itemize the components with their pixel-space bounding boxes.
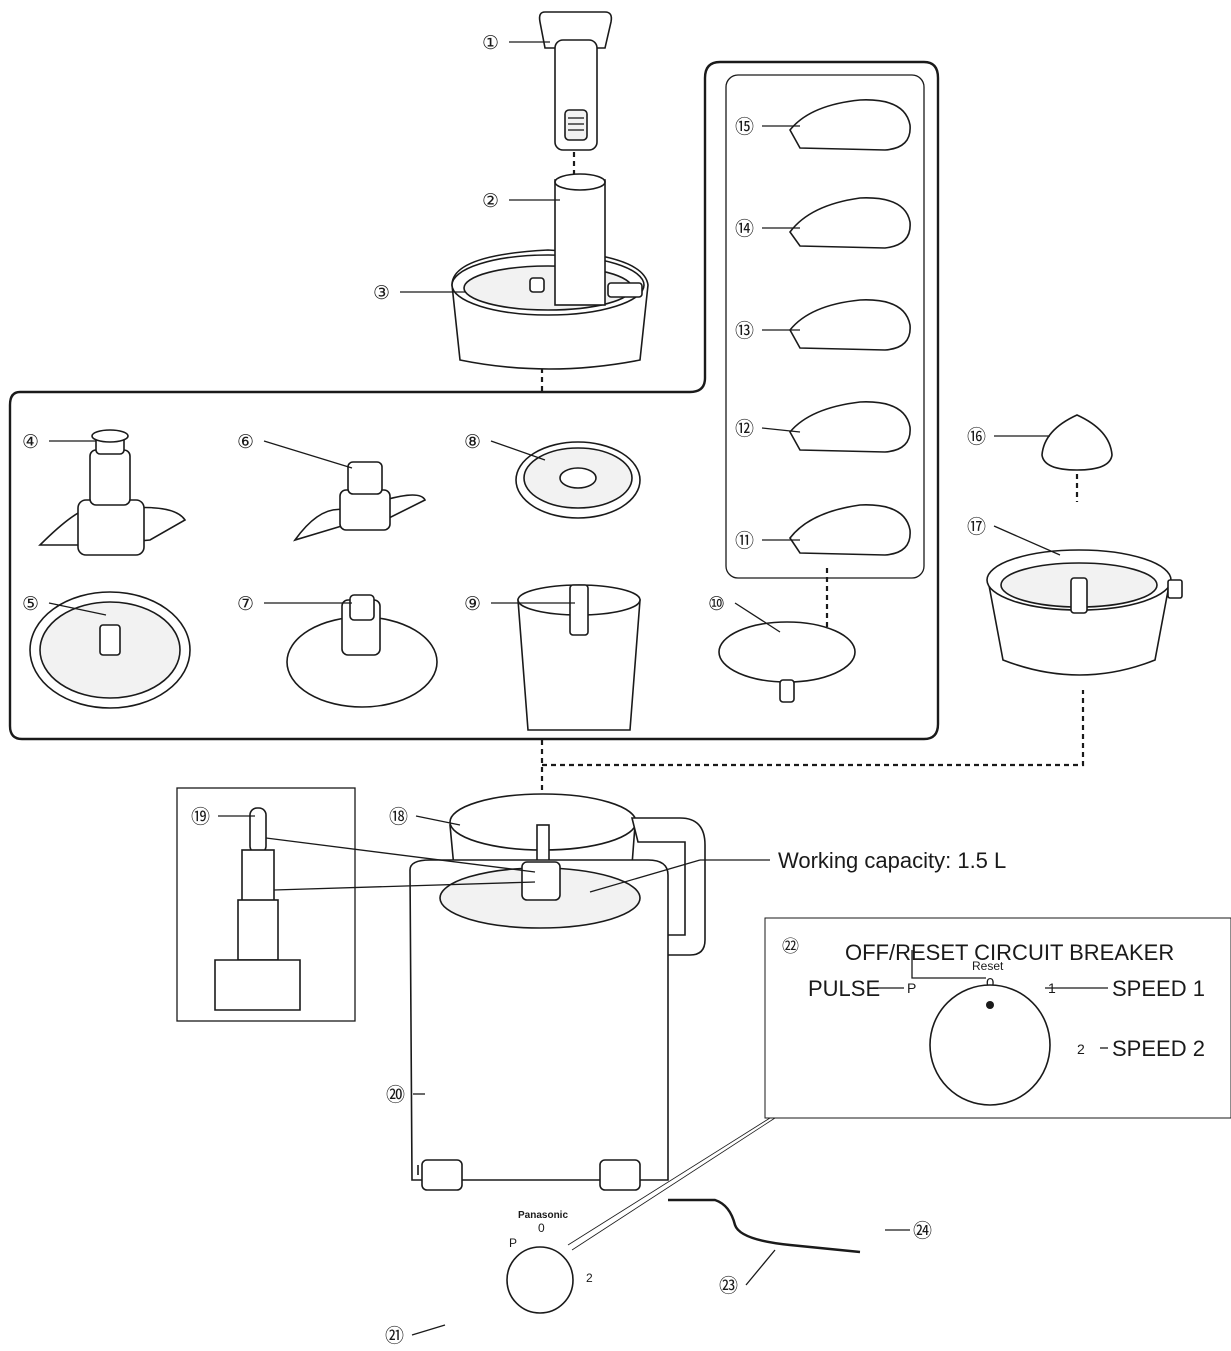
accessory-group-frame bbox=[8, 60, 940, 741]
drive-shaft bbox=[214, 807, 301, 1011]
disc-holder bbox=[718, 621, 856, 703]
dial-detail-title: OFF/RESET CIRCUIT BREAKER bbox=[845, 940, 1174, 965]
callout-24: ㉔ bbox=[913, 1220, 932, 1242]
callout-17: ⑰ bbox=[967, 516, 986, 538]
disc-11-grater-fine bbox=[789, 504, 911, 556]
dial-detail-one-mark: 1 bbox=[1048, 980, 1056, 996]
juicer-bowl bbox=[986, 549, 1183, 676]
dial-detail-speed1: SPEED 1 bbox=[1112, 976, 1205, 1001]
dial-detail-p-mark: P bbox=[907, 980, 916, 996]
callout-15: ⑮ bbox=[735, 116, 754, 138]
dial-detail-zero: 0 bbox=[986, 975, 994, 992]
callout-3: ③ bbox=[373, 282, 390, 304]
callout-19: ⑲ bbox=[191, 806, 210, 828]
disc-14-slicer bbox=[789, 197, 911, 249]
dial-detail-frame bbox=[764, 917, 1231, 1119]
drive-shaft-detail-frame bbox=[176, 787, 356, 1022]
callout-18: ⑱ bbox=[389, 806, 408, 828]
lid-with-feed-tube bbox=[451, 173, 649, 370]
callout-10: ⑩ bbox=[708, 593, 725, 615]
disc-12-grater-coarse bbox=[789, 401, 911, 453]
base-control-dial[interactable] bbox=[506, 1246, 574, 1314]
citrus-cone bbox=[1041, 414, 1113, 471]
disc-13-slicer bbox=[789, 299, 911, 351]
dial-detail-pulse: PULSE bbox=[808, 976, 880, 1001]
motor-base bbox=[409, 859, 669, 1191]
base-dial-zero-mark: 0 bbox=[538, 1221, 545, 1235]
assembly-line-juicer bbox=[542, 690, 1085, 767]
dough-blade bbox=[292, 461, 427, 542]
emulsifying-disc bbox=[286, 594, 438, 708]
base-dial-two-mark: 2 bbox=[586, 1271, 593, 1285]
callout-14: ⑭ bbox=[735, 218, 754, 240]
base-dial-p-mark: P bbox=[509, 1236, 517, 1250]
callout-1: ① bbox=[482, 32, 499, 54]
callout-13: ⑬ bbox=[735, 320, 754, 342]
callout-20: ⑳ bbox=[386, 1084, 405, 1106]
callout-2: ② bbox=[482, 190, 499, 212]
callout-21: ㉑ bbox=[385, 1325, 404, 1347]
dial-detail-reset: Reset bbox=[972, 959, 1004, 973]
grating-disc bbox=[29, 591, 191, 709]
callout-4: ④ bbox=[22, 431, 39, 453]
callout-16: ⑯ bbox=[967, 426, 986, 448]
callout-9: ⑨ bbox=[464, 593, 481, 615]
callout-23: ㉓ bbox=[719, 1275, 738, 1297]
callout-8: ⑧ bbox=[464, 431, 481, 453]
filter-disc bbox=[515, 441, 641, 519]
working-capacity-label: Working capacity: 1.5 L bbox=[778, 848, 1006, 873]
disc-15-shredder bbox=[789, 99, 911, 151]
leader-lines bbox=[48, 41, 1108, 1336]
dial-detail-two-mark: 2 bbox=[1077, 1041, 1085, 1057]
callout-11: ⑪ bbox=[735, 530, 754, 552]
brand-logo: Panasonic bbox=[518, 1210, 568, 1221]
dial-detail-knob bbox=[929, 984, 1051, 1106]
callout-5: ⑤ bbox=[22, 593, 39, 615]
strainer-basket bbox=[517, 584, 641, 731]
callout-12: ⑫ bbox=[735, 418, 754, 440]
disc-inner-frame bbox=[725, 74, 925, 579]
dial-detail: OFF/RESET CIRCUIT BREAKER Reset 0 PULSE … bbox=[808, 940, 1205, 1106]
callout-7: ⑦ bbox=[237, 593, 254, 615]
callout-22: ㉒ bbox=[782, 937, 799, 957]
callout-6: ⑥ bbox=[237, 431, 254, 453]
dial-detail-speed2: SPEED 2 bbox=[1112, 1036, 1205, 1061]
power-cord bbox=[668, 1198, 861, 1254]
food-pusher bbox=[538, 11, 613, 151]
chopping-blade bbox=[38, 429, 187, 556]
dial-detail-indicator bbox=[986, 1001, 994, 1009]
